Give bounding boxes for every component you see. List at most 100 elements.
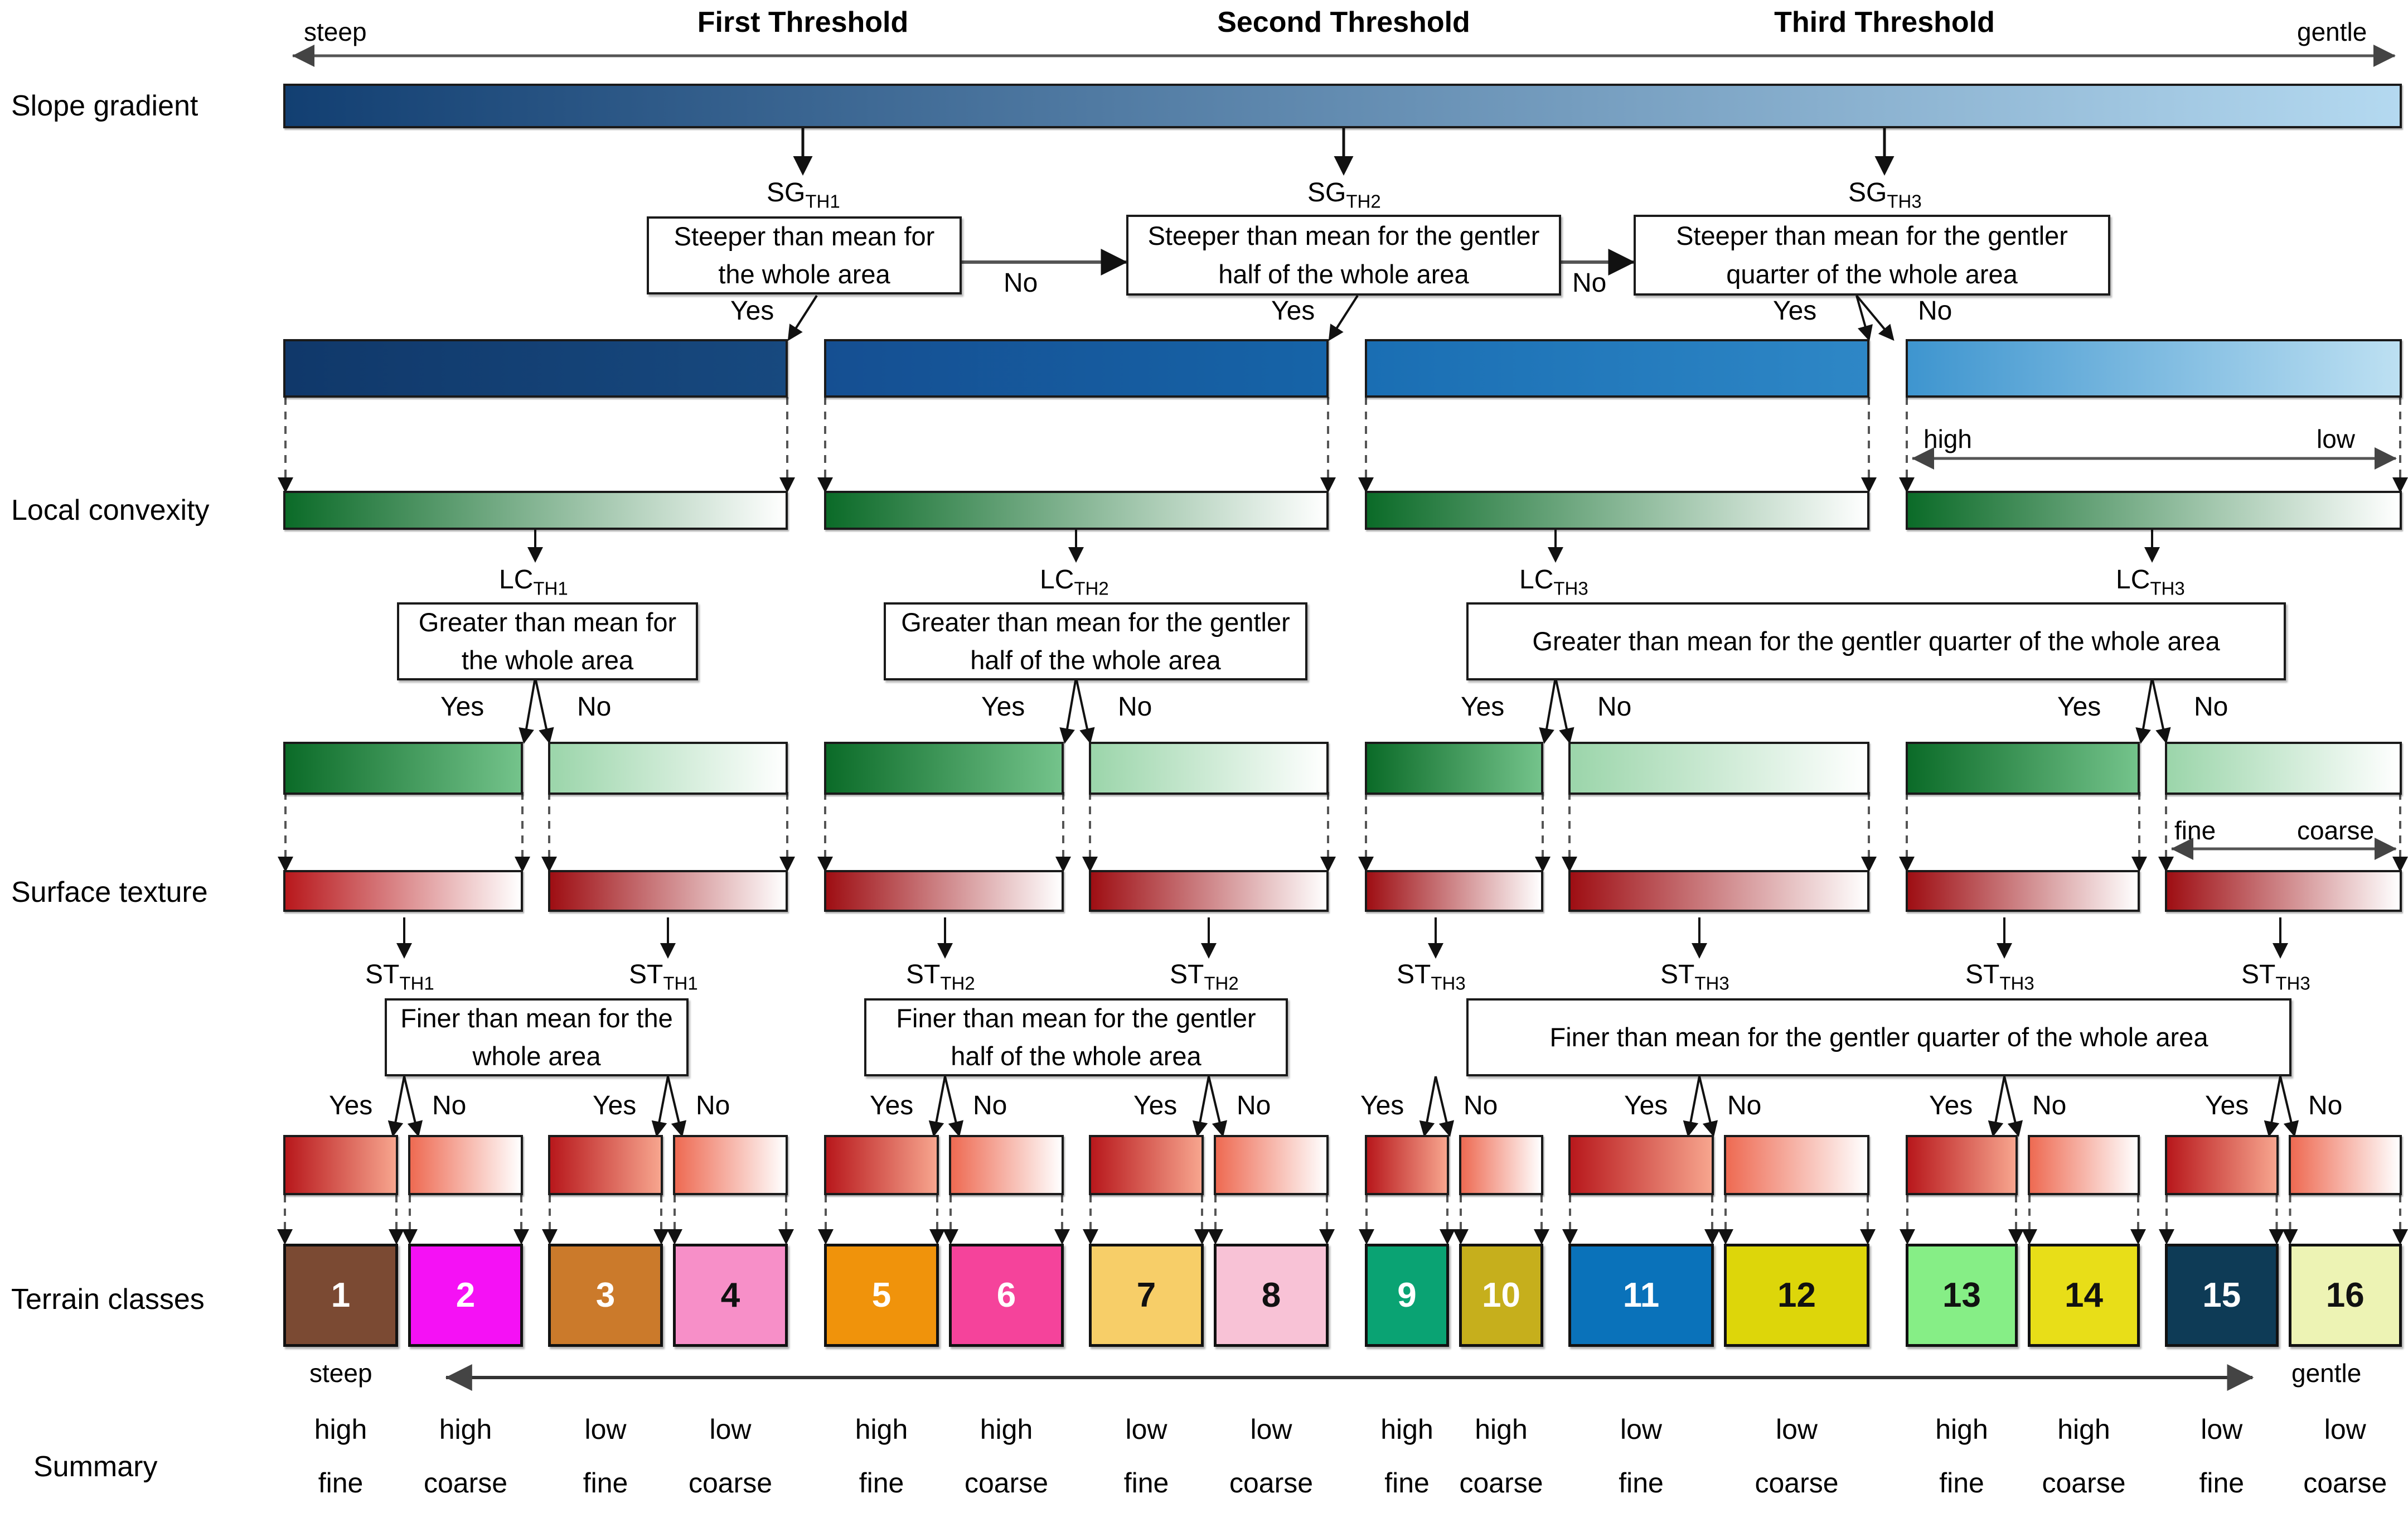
summary-cell-convexity: low: [584, 1414, 627, 1445]
summary-cell-convexity: low: [2324, 1414, 2366, 1445]
texture-bar-1: [283, 870, 523, 912]
summary-cell-texture: coarse: [964, 1467, 1049, 1499]
sg-th1-no-label: No: [1004, 268, 1038, 298]
sg-th2-base: SG: [1307, 178, 1346, 207]
terrain-class-box-9[interactable]: 9: [1365, 1244, 1449, 1347]
texture-bar-8: [2165, 870, 2402, 912]
sg-th1-sub: TH1: [805, 191, 840, 212]
terrain-class-label: 9: [1397, 1276, 1417, 1315]
texture-tile-3: [548, 1135, 663, 1195]
st-th2b-sub: TH2: [1204, 973, 1239, 994]
axis-top-left-label: steep: [304, 17, 367, 46]
terrain-class-label: 7: [1136, 1276, 1156, 1315]
summary-cell-texture: coarse: [2303, 1467, 2387, 1499]
lc-th3b-sub: TH3: [2150, 578, 2185, 599]
terrain-class-box-10[interactable]: 10: [1459, 1244, 1543, 1347]
sg-th2-no-label: No: [1572, 268, 1607, 298]
summary-cell-convexity: high: [1475, 1414, 1528, 1445]
terrain-class-label: 14: [2065, 1276, 2103, 1315]
header-second-threshold: Second Threshold: [1217, 6, 1470, 38]
texture-tile-5: [824, 1135, 939, 1195]
sg-th3-yes-label: Yes: [1773, 296, 1817, 326]
convexity-segment-1: [283, 742, 523, 795]
row-label-local-convexity: Local convexity: [11, 494, 210, 526]
st-th3b-sub: TH3: [1694, 973, 1729, 994]
sg-th3-base: SG: [1848, 178, 1887, 207]
terrain-class-box-12[interactable]: 12: [1724, 1244, 1869, 1347]
terrain-class-box-2[interactable]: 2: [408, 1244, 523, 1347]
lc-th3a-base: LC: [1519, 565, 1554, 595]
terrain-class-box-11[interactable]: 11: [1568, 1244, 1714, 1347]
terrain-class-label: 12: [1777, 1276, 1816, 1315]
terrain-class-box-8[interactable]: 8: [1214, 1244, 1329, 1347]
summary-cell-convexity: low: [709, 1414, 752, 1445]
lc-th3a-no-label: No: [1597, 692, 1632, 722]
texture-bar-4: [1089, 870, 1329, 912]
terrain-class-box-14[interactable]: 14: [2028, 1244, 2140, 1347]
lc-th3b-yes-label: Yes: [2057, 692, 2101, 722]
terrain-class-box-15[interactable]: 15: [2165, 1244, 2279, 1347]
st-th3a-base: ST: [1397, 960, 1431, 989]
terrain-class-box-4[interactable]: 4: [673, 1244, 788, 1347]
texture-bar-7: [1906, 870, 2140, 912]
summary-cell-texture: coarse: [1755, 1467, 1839, 1499]
st-th3b-base: ST: [1660, 960, 1695, 989]
terrain-class-box-16[interactable]: 16: [2288, 1244, 2402, 1347]
terrain-class-label: 11: [1622, 1276, 1660, 1315]
st-th2a-no-label: No: [973, 1091, 1007, 1120]
summary-cell-texture: fine: [583, 1467, 628, 1499]
texture-tile-15: [2165, 1135, 2279, 1195]
st-th3d-sub: TH3: [2275, 973, 2310, 994]
lc-th2-decision-box: Greater than mean for the gentler half o…: [884, 602, 1307, 680]
terrain-class-box-1[interactable]: 1: [283, 1244, 398, 1347]
convexity-segment-5: [1365, 742, 1543, 795]
row-label-terrain-classes: Terrain classes: [11, 1283, 205, 1316]
sg-th1-decision-box: Steeper than mean for the whole area: [647, 216, 962, 294]
sg-th2-symbol: SGTH2: [1307, 177, 1381, 212]
st-th1a-base: ST: [365, 960, 400, 989]
texture-tile-12: [1724, 1135, 1869, 1195]
texture-bar-2: [548, 870, 788, 912]
summary-cell-texture: coarse: [2042, 1467, 2126, 1499]
st-th3c-no-label: No: [2032, 1091, 2067, 1120]
terrain-class-box-5[interactable]: 5: [824, 1244, 939, 1347]
st-th3a-yes-label: Yes: [1360, 1091, 1404, 1120]
terrain-class-box-3[interactable]: 3: [548, 1244, 663, 1347]
summary-cell-16: low coarse: [2289, 1411, 2402, 1502]
convexity-segment-6: [1568, 742, 1869, 795]
st-th2a-sub: TH2: [940, 973, 975, 994]
lc-th3a-sub: TH3: [1553, 578, 1588, 599]
st-th3c-sub: TH3: [1999, 973, 2034, 994]
lc-th1-sub: TH1: [533, 578, 568, 599]
texture-tile-2: [408, 1135, 523, 1195]
row-label-slope-gradient: Slope gradient: [11, 90, 198, 122]
convexity-bar-1: [283, 491, 788, 530]
summary-cell-texture: fine: [1619, 1467, 1664, 1499]
summary-cell-convexity: high: [1935, 1414, 1988, 1445]
terrain-class-box-7[interactable]: 7: [1089, 1244, 1204, 1347]
terrain-class-box-13[interactable]: 13: [1906, 1244, 2018, 1347]
lc-th2-no-label: No: [1118, 692, 1152, 722]
slope-segment-4: [1906, 339, 2402, 398]
convexity-segment-8: [2165, 742, 2402, 795]
summary-cell-convexity: high: [2057, 1414, 2110, 1445]
st-th1b-base: ST: [629, 960, 663, 989]
sg-th2-yes-label: Yes: [1271, 296, 1315, 326]
summary-cell-texture: fine: [2199, 1467, 2245, 1499]
texture-tile-8: [1214, 1135, 1329, 1195]
st-th3-decision-box: Finer than mean for the gentler quarter …: [1466, 998, 2291, 1076]
texture-tile-1: [283, 1135, 398, 1195]
summary-cell-texture: fine: [318, 1467, 364, 1499]
terrain-class-box-6[interactable]: 6: [949, 1244, 1064, 1347]
lc-th3-decision-box: Greater than mean for the gentler quarte…: [1466, 602, 2286, 680]
texture-tile-10: [1459, 1135, 1543, 1195]
convexity-segment-4: [1089, 742, 1329, 795]
summary-cell-convexity: high: [314, 1414, 367, 1445]
sg-th1-symbol: SGTH1: [767, 177, 840, 212]
